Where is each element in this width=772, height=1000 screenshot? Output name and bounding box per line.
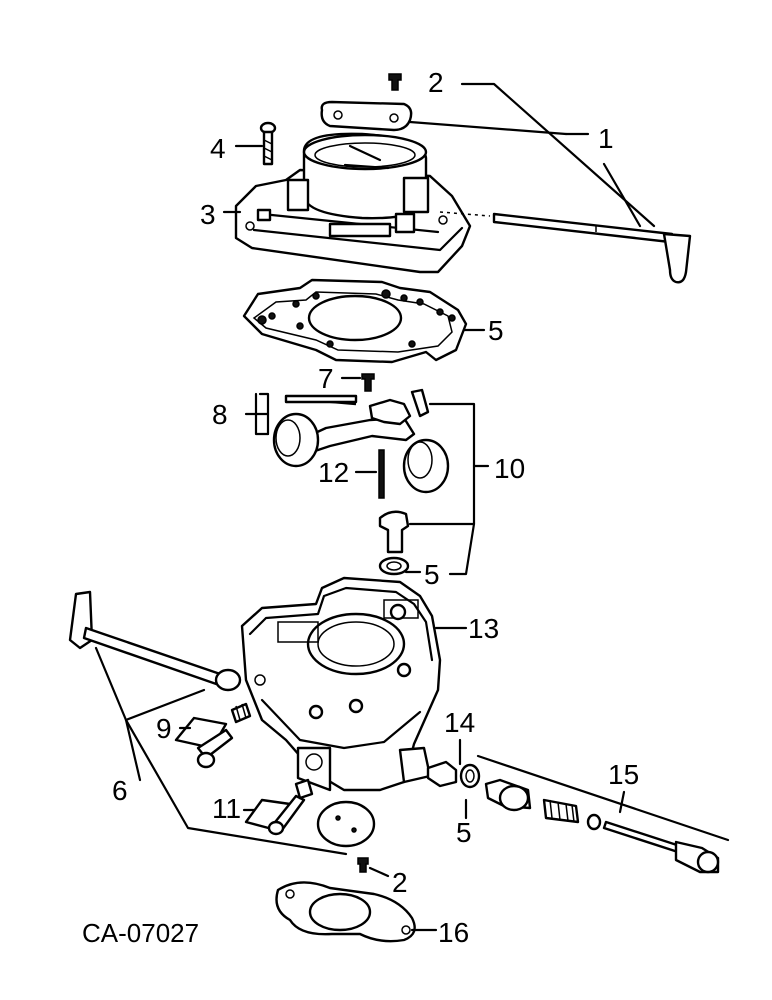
callout-5-mid: 5 <box>424 559 440 590</box>
main-body <box>240 576 442 792</box>
needle-seat <box>378 510 410 576</box>
leader-lines <box>94 82 730 932</box>
base-gasket <box>275 881 416 943</box>
callout-5-upper: 5 <box>488 315 504 346</box>
callout-15: 15 <box>608 759 639 790</box>
callout-9: 9 <box>156 713 172 744</box>
callout-2-top: 2 <box>428 67 444 98</box>
rod-12 <box>378 449 385 499</box>
callout-6: 6 <box>112 775 128 806</box>
gasket-upper <box>242 278 468 364</box>
air-horn <box>234 132 472 274</box>
callout-16: 16 <box>438 917 469 948</box>
screw-4 <box>259 121 277 166</box>
screw-spring-9 <box>174 702 252 769</box>
callout-13: 13 <box>468 613 499 644</box>
float-assembly <box>272 388 450 494</box>
throttle-plate <box>316 800 376 848</box>
plug-14 <box>426 760 481 789</box>
callout-12: 12 <box>318 457 349 488</box>
callout-7: 7 <box>318 363 334 394</box>
cover-plate <box>320 100 413 132</box>
callout-3: 3 <box>200 199 216 230</box>
callout-10: 10 <box>494 453 525 484</box>
callout-4: 4 <box>210 133 226 164</box>
diagram-code: CA-07027 <box>82 918 199 948</box>
screw-top <box>388 73 402 91</box>
callout-2-bottom: 2 <box>392 867 408 898</box>
callout-11: 11 <box>212 793 241 824</box>
throttle-shaft <box>68 590 242 692</box>
callout-8: 8 <box>212 399 228 430</box>
screw-spring-11 <box>244 778 314 836</box>
pump-15 <box>484 778 720 874</box>
pin-7 <box>361 373 375 392</box>
callout-5-lower: 5 <box>456 817 472 848</box>
callout-14: 14 <box>444 707 475 738</box>
callout-1: 1 <box>598 123 614 154</box>
callout-labels: 1 2 3 4 5 7 8 10 12 5 13 9 6 11 14 5 15 … <box>82 67 639 948</box>
screw-bottom <box>357 857 369 873</box>
choke-shaft <box>439 211 692 284</box>
